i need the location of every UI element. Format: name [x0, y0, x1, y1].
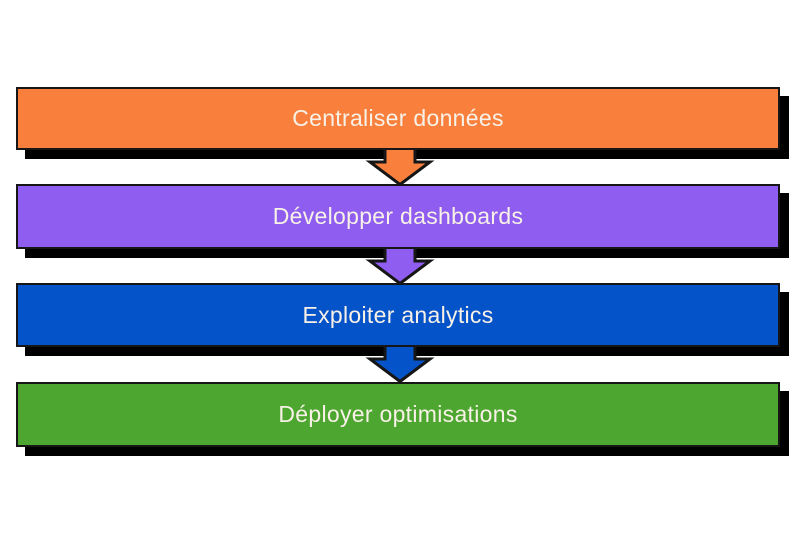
down-arrow-shape [365, 245, 435, 286]
step-deployer-optimisations: Déployer optimisations [16, 382, 789, 456]
step-centraliser-donnees: Centraliser données [16, 87, 789, 159]
step-developper-dashboards: Développer dashboards [16, 184, 789, 258]
step-bar: Centraliser données [16, 87, 780, 150]
step-bar: Exploiter analytics [16, 283, 780, 347]
step-label: Centraliser données [292, 105, 504, 131]
down-arrow-icon [365, 245, 435, 286]
step-exploiter-analytics: Exploiter analytics [16, 283, 789, 356]
down-arrow-icon [365, 146, 435, 187]
step-label: Déployer optimisations [278, 401, 518, 427]
step-label: Exploiter analytics [302, 301, 494, 328]
step-label: Développer dashboards [272, 203, 524, 229]
down-arrow-icon [365, 343, 435, 384]
step-bar: Développer dashboards [16, 184, 780, 249]
step-bar: Déployer optimisations [16, 382, 780, 447]
down-arrow-shape [365, 343, 435, 384]
down-arrow-shape [365, 146, 435, 187]
